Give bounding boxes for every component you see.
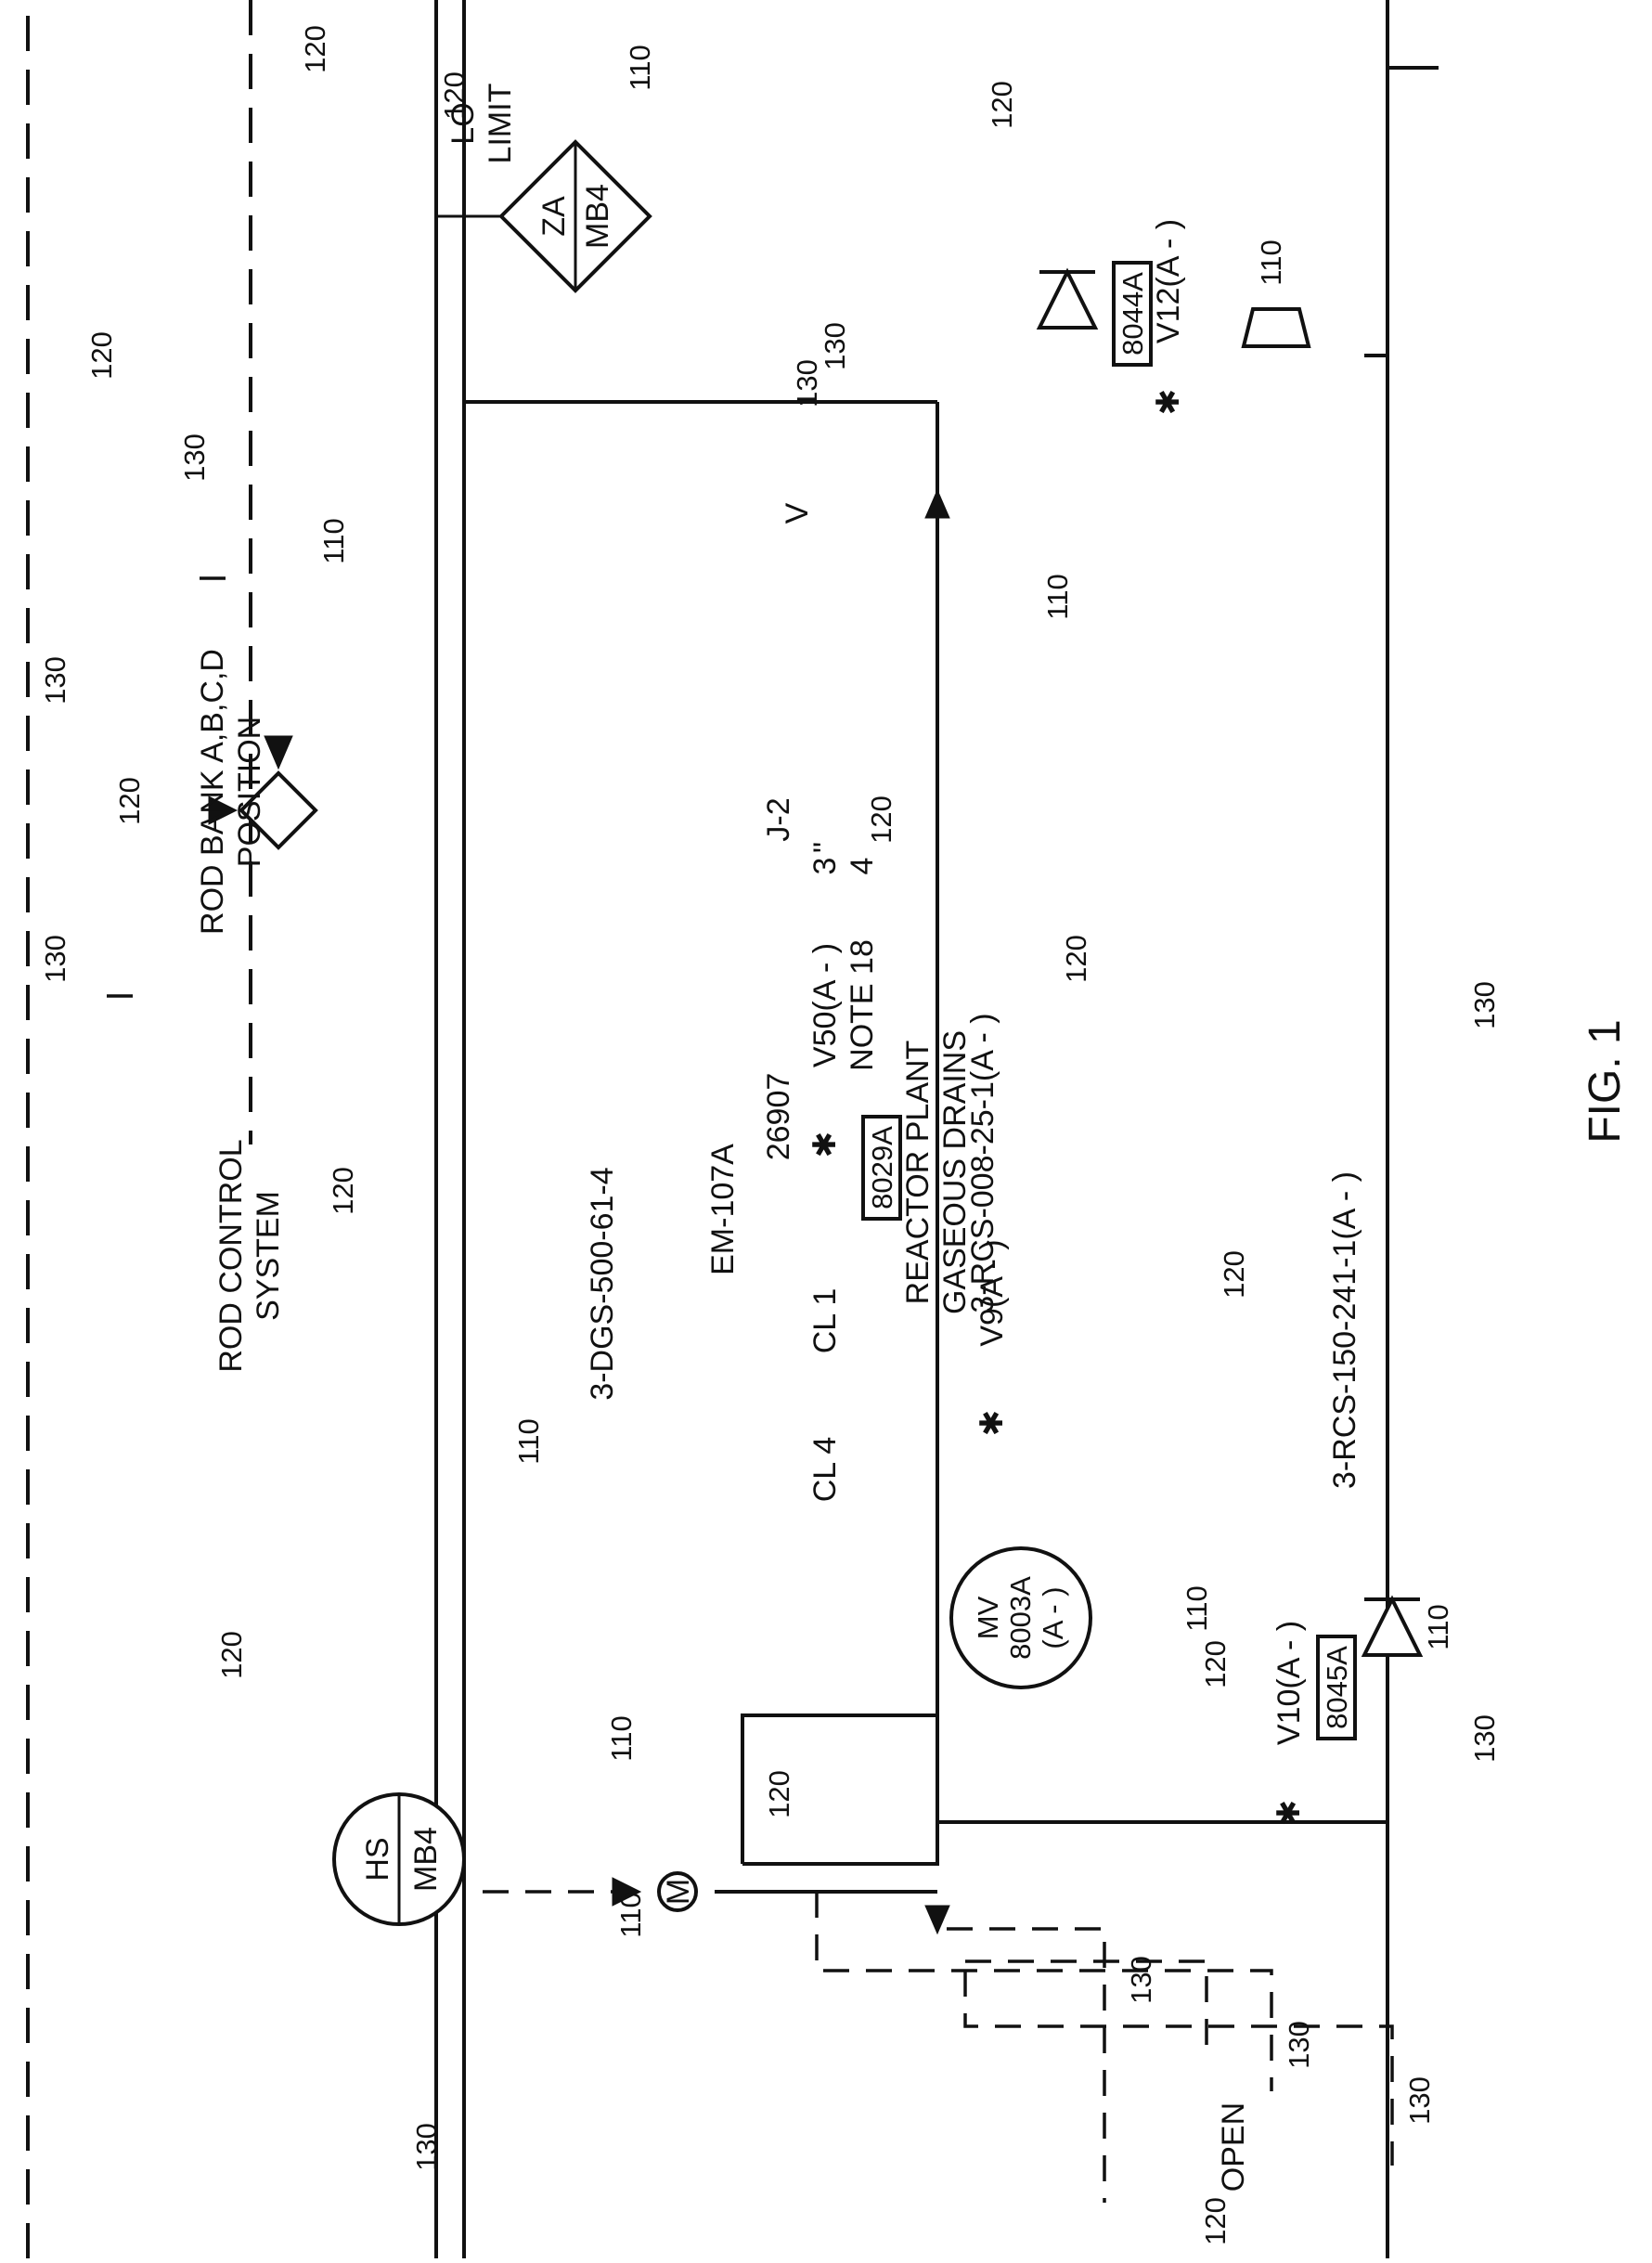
system-label: SYSTEM [251,1191,286,1321]
rod-control-label: ROD CONTROL [213,1139,249,1372]
ref-120-e: 120 [85,331,118,380]
interlock-arrow-side [265,736,292,769]
dgs-label: 3-DGS-500-61-4 [585,1167,620,1400]
ref-120-g: 120 [215,1631,248,1679]
ref-110-b: 110 [317,518,350,563]
tag-8045a: 8045A [1321,1646,1353,1729]
ref-130-e: 130 [410,2123,443,2171]
open-label: OPEN [1216,2102,1251,2192]
frac-den: 4 [845,858,880,875]
v-label: V [780,502,815,524]
tag-8044a: 8044A [1116,272,1149,356]
ref-110-d: 110 [614,1892,647,1937]
za-label: ZA [536,196,572,237]
asterisk-1: ✱ [1151,389,1186,416]
ref-120-b: 120 [438,71,471,120]
asterisk-2: ✱ [1271,1800,1307,1827]
v50-label: V50(A - ) [807,943,843,1067]
ref-120-m: 120 [865,795,897,844]
ref-110-g: 110 [1041,574,1074,619]
asterisk-3: ✱ [974,1410,1010,1437]
figure-label: FIG. 1 [1581,1019,1630,1143]
hs-label: HS [360,1837,395,1881]
rod-bank-label: ROD BANK A,B,C,D [195,649,230,935]
ref-130-d: 130 [39,935,71,983]
ref-120-k: 120 [1218,1250,1250,1299]
ref-120-c: 120 [113,777,146,825]
note18-label: NOTE 18 [845,939,880,1071]
em107a-label: EM-107A [705,1144,741,1275]
ref-110-h: 110 [1422,1604,1454,1649]
reactor-plant-label: REACTOR PLANT [900,1041,936,1305]
ref-130-f: 130 [819,322,851,370]
hs-mb4-label: MB4 [408,1827,444,1892]
ref-110-e: 110 [605,1715,638,1761]
ref-120-l: 120 [1199,2197,1232,2245]
rcs150-label: 3-RCS-150-241-1(A - ) [1327,1171,1362,1489]
ref-130-k: 130 [1403,2076,1436,2125]
ref-110-f: 110 [1255,239,1287,285]
position-label: POSITION [232,717,267,867]
rcs008-label: 3-RCS-008-25-1(A - ) [965,1013,1000,1313]
dashed-control-2 [965,1971,1392,2166]
ref-130-g: 130 [1468,981,1501,1029]
ref-110-i: 110 [1181,1585,1213,1631]
dashed-control-1 [817,1892,1271,2091]
reducer-fitting [1244,309,1309,346]
za-mb4-label: MB4 [580,184,615,249]
ref-130-a: 130 [178,433,211,482]
cl4-label: CL 4 [807,1437,843,1503]
ref-130-h: 130 [1468,1714,1501,1763]
ref-110-c: 110 [512,1418,545,1464]
ref-130-j: 130 [1283,2021,1315,2069]
mv-label: MV [972,1596,1004,1639]
limit-label: LIMIT [483,84,518,164]
dashed-control-4 [965,1961,1207,2045]
ref-120-f: 120 [763,1770,795,1818]
flow-arrow-1 [925,490,949,518]
ref-120-i: 120 [1060,935,1092,983]
landscape-diagram: M HS MB4 ZA MB4 MV 8003A (A - ) [28,0,1501,2258]
ref-120-h: 120 [986,81,1018,129]
ref-120-a: 120 [299,25,331,73]
frac-mark: " [807,842,843,853]
check-valve-v10 [1364,1599,1420,1655]
ref-120-d: 120 [327,1167,359,1215]
motor-label: M [661,1879,696,1905]
tag-8029a: 8029A [866,1126,898,1209]
flow-arrow-2 [925,1906,949,1933]
v10-label: V10(A - ) [1271,1621,1307,1745]
ref-130-i: 130 [1125,1956,1157,2004]
j2-label: J-2 [761,797,796,841]
ref-110-a: 110 [624,45,656,90]
v12-label: V12(A - ) [1151,219,1186,343]
mv-sub: (A - ) [1037,1586,1069,1649]
check-valve-v12 [1039,272,1095,328]
n26907-label: 26907 [761,1073,796,1161]
frac-num: 3 [807,858,843,875]
cl1-label: CL 1 [807,1288,843,1354]
asterisk-4: ✱ [807,1132,843,1158]
ref-120-j: 120 [1199,1640,1232,1688]
mv-tag: 8003A [1004,1576,1037,1660]
ref-130-c: 130 [39,656,71,705]
